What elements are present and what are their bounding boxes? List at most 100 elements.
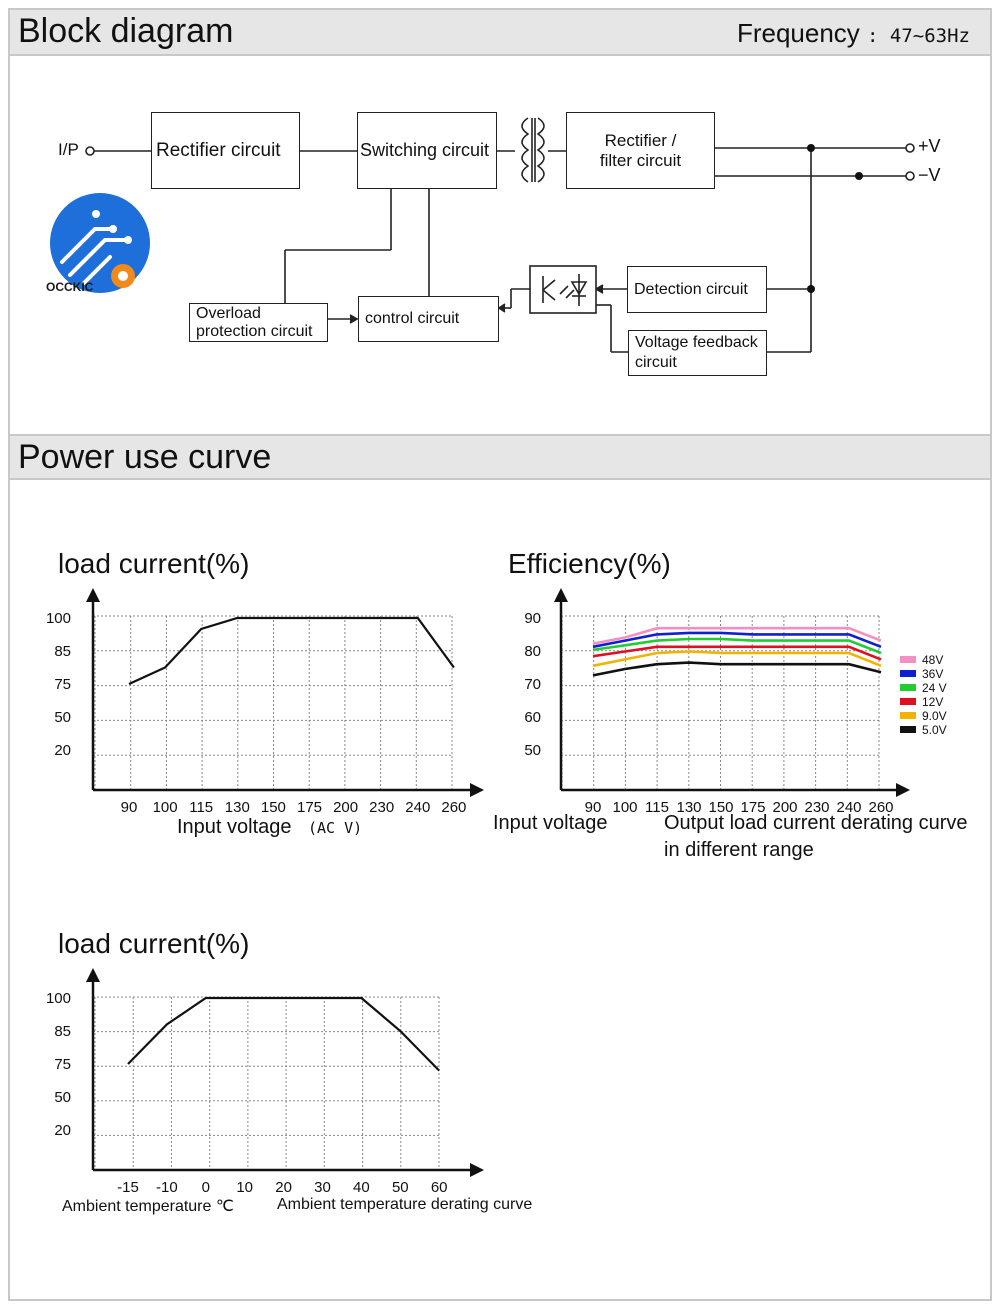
- chart3-x-tick-label: 50: [392, 1179, 409, 1196]
- chart2-caption2: in different range: [664, 839, 814, 861]
- chart2-x-tick-label: 240: [836, 799, 861, 816]
- overload-line1: Overload: [196, 304, 261, 322]
- chart1-xlabel: Input voltage: [177, 816, 292, 838]
- chart2-series-line-1: [592, 631, 882, 649]
- chart2-series-line-3: [592, 645, 882, 661]
- chart2-x-tick-label: 115: [645, 799, 669, 816]
- detection-circuit-box: Detection circuit: [627, 266, 767, 313]
- chart2-y-tick-label: 80: [524, 643, 541, 660]
- chart1-series-line-0: [128, 616, 455, 686]
- chart3-x-tick-label: -10: [156, 1179, 178, 1196]
- chart1-x-tick-label: 90: [121, 799, 138, 816]
- block-diagram-wires: [85, 117, 915, 353]
- frequency-spec: Frequency : 47~63Hz: [737, 18, 970, 49]
- chart2-y-arrow: [554, 588, 568, 602]
- chart1-y-tick-label: 100: [46, 610, 71, 627]
- feedback-line1: Voltage feedback: [635, 334, 758, 351]
- chart2-x-tick-label: 130: [676, 799, 701, 816]
- power-curve-header: Power use curve: [10, 434, 990, 480]
- chart1-title: load current(%): [58, 548, 250, 579]
- chart2-legend-swatch-1: [900, 670, 916, 677]
- chart2-caption1: Output load current derating curve: [664, 812, 968, 834]
- chart2-series-line-5: [592, 661, 882, 677]
- chart2-x-arrow: [896, 783, 910, 797]
- chart1-xunit: (AC V): [308, 819, 363, 837]
- chart3-xlabel: Ambient temperature ℃: [62, 1198, 234, 1215]
- chart3-series-line-0: [127, 996, 440, 1072]
- block-diagram-title: Block diagram: [18, 12, 234, 50]
- chart3-y-arrow: [86, 968, 100, 982]
- voltage-feedback-box: Voltage feedback circuit: [628, 330, 767, 376]
- chart2-legend-swatch-4: [900, 712, 916, 719]
- chart1-y-tick-label: 85: [54, 643, 71, 660]
- chart3-x-tick-label: 30: [314, 1179, 331, 1196]
- rectifier-filter-box: Rectifier / filter circuit: [566, 112, 715, 189]
- input-label: I/P: [58, 140, 79, 159]
- chart1-x-tick-label: 200: [333, 799, 358, 816]
- chart1-y-tick-label: 20: [54, 742, 71, 759]
- chart2-legend-label-5: 5.0V: [922, 723, 947, 737]
- chart2-x-tick-label: 100: [612, 799, 637, 816]
- chart2-legend-swatch-5: [900, 726, 916, 733]
- chart3-x-tick-label: 40: [353, 1179, 370, 1196]
- chart2-y-tick-label: 90: [524, 610, 541, 627]
- chart3-y-tick-label: 75: [54, 1056, 71, 1073]
- chart2-y-tick-label: 50: [524, 742, 541, 759]
- block-diagram-header: Block diagram Frequency : 47~63Hz: [10, 10, 990, 56]
- frequency-label: Frequency: [736, 18, 860, 48]
- chart3-y-tick-label: 100: [46, 990, 71, 1007]
- rectifier-circuit-box: Rectifier circuit: [151, 112, 300, 189]
- chart1-x-tick-label: 175: [297, 799, 322, 816]
- chart2-legend-label-0: 48V: [922, 653, 943, 667]
- detection-circuit-label: Detection circuit: [634, 280, 748, 298]
- chart2-series-line-0: [592, 626, 882, 645]
- feedback-line2: circuit: [635, 354, 677, 371]
- chart2-x-tick-label: 230: [804, 799, 829, 816]
- chart2-series-line-2: [592, 637, 882, 655]
- chart2-x-tick-label: 260: [868, 799, 893, 816]
- control-circuit-label: control circuit: [365, 310, 460, 327]
- chart3-x-tick-label: -15: [117, 1179, 139, 1196]
- chart2-xlabel: Input voltage: [493, 812, 608, 834]
- chart1-x-tick-label: 230: [369, 799, 394, 816]
- chart2-x-tick-label: 175: [740, 799, 765, 816]
- chart2-legend-swatch-3: [900, 698, 916, 705]
- chart2-x-tick-label: 90: [585, 799, 602, 816]
- chart3-x-arrow: [470, 1163, 484, 1177]
- power-curve-title: Power use curve: [18, 438, 272, 476]
- chart3-x-tick-label: 0: [202, 1179, 210, 1196]
- chart3-y-tick-label: 20: [54, 1122, 71, 1139]
- chart1-y-arrow: [86, 588, 100, 602]
- chart2-legend-label-3: 12V: [922, 695, 943, 709]
- chart2-legend-swatch-2: [900, 684, 916, 691]
- overload-line2: protection circuit: [196, 322, 313, 340]
- chart1-x-tick-label: 240: [405, 799, 430, 816]
- chart3-y-tick-label: 85: [54, 1023, 71, 1040]
- overload-protection-box: Overload protection circuit: [189, 303, 328, 342]
- chart2-x-tick-label: 150: [708, 799, 733, 816]
- chart2-legend-label-4: 9.0V: [922, 709, 947, 723]
- switching-circuit-box: Switching circuit: [357, 112, 497, 189]
- minus-v-terminal: −V: [918, 165, 941, 185]
- chart1-x-tick-label: 130: [225, 799, 250, 816]
- chart2-title: Efficiency(%): [508, 548, 671, 579]
- chart2-y-tick-label: 60: [524, 709, 541, 726]
- chart1-x-arrow: [470, 783, 484, 797]
- chart1-y-tick-label: 50: [54, 709, 71, 726]
- switching-circuit-label: Switching circuit: [360, 140, 490, 160]
- logo-text: OCCKIC: [46, 280, 94, 294]
- chart2-legend-swatch-0: [900, 656, 916, 663]
- chart1-x-tick-label: 150: [261, 799, 286, 816]
- rectifier-circuit-label: Rectifier circuit: [156, 139, 281, 161]
- rectifier-filter-line2: filter circuit: [599, 150, 682, 170]
- chart2-x-tick-label: 200: [772, 799, 797, 816]
- chart3-caption: Ambient temperature derating curve: [277, 1196, 533, 1213]
- plus-v-terminal: +V: [918, 136, 941, 156]
- chart1-x-tick-label: 115: [189, 799, 213, 816]
- rectifier-filter-line1: Rectifier /: [604, 130, 677, 150]
- chart3-title: load current(%): [58, 928, 250, 959]
- chart1-x-tick-label: 260: [441, 799, 466, 816]
- page-frame: [8, 8, 992, 1301]
